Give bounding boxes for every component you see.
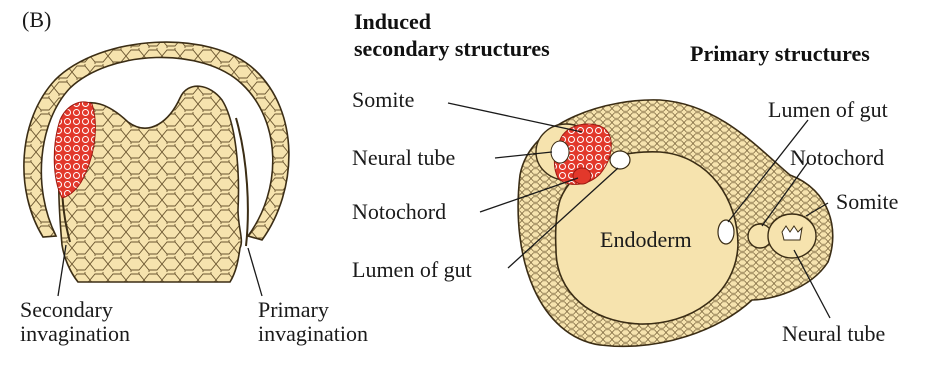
label-neural-tube-secondary: Neural tube bbox=[352, 146, 455, 170]
secondary-gut-lumen bbox=[610, 151, 630, 169]
primary-gut-lumen bbox=[718, 220, 734, 244]
panel-label: (B) bbox=[22, 8, 51, 32]
label-lumen-secondary: Lumen of gut bbox=[352, 258, 472, 282]
label-notochord-secondary: Notochord bbox=[352, 200, 446, 224]
label-somite-primary: Somite bbox=[836, 190, 898, 214]
secondary-neural-tube-lumen bbox=[551, 141, 569, 163]
label-primary-invagination-line1: Primary bbox=[258, 298, 368, 322]
label-primary-invagination: Primary invagination bbox=[258, 298, 368, 346]
label-somite-secondary: Somite bbox=[352, 88, 414, 112]
label-secondary-invagination: Secondary invagination bbox=[20, 298, 130, 346]
label-endoderm: Endoderm bbox=[600, 228, 692, 252]
cross-section bbox=[518, 100, 833, 346]
label-secondary-invagination-line2: invagination bbox=[20, 322, 130, 346]
label-primary-invagination-line2: invagination bbox=[258, 322, 368, 346]
secondary-notochord bbox=[573, 168, 591, 184]
label-neural-tube-primary: Neural tube bbox=[782, 322, 885, 346]
header-induced-line2: secondary structures bbox=[354, 35, 550, 62]
label-lumen-primary: Lumen of gut bbox=[768, 98, 888, 122]
label-notochord-primary: Notochord bbox=[790, 146, 884, 170]
header-primary: Primary structures bbox=[690, 40, 870, 67]
label-secondary-invagination-line1: Secondary bbox=[20, 298, 130, 322]
header-induced-line1: Induced bbox=[354, 8, 550, 35]
header-induced-secondary: Induced secondary structures bbox=[354, 8, 550, 62]
left-embryo bbox=[24, 42, 289, 282]
